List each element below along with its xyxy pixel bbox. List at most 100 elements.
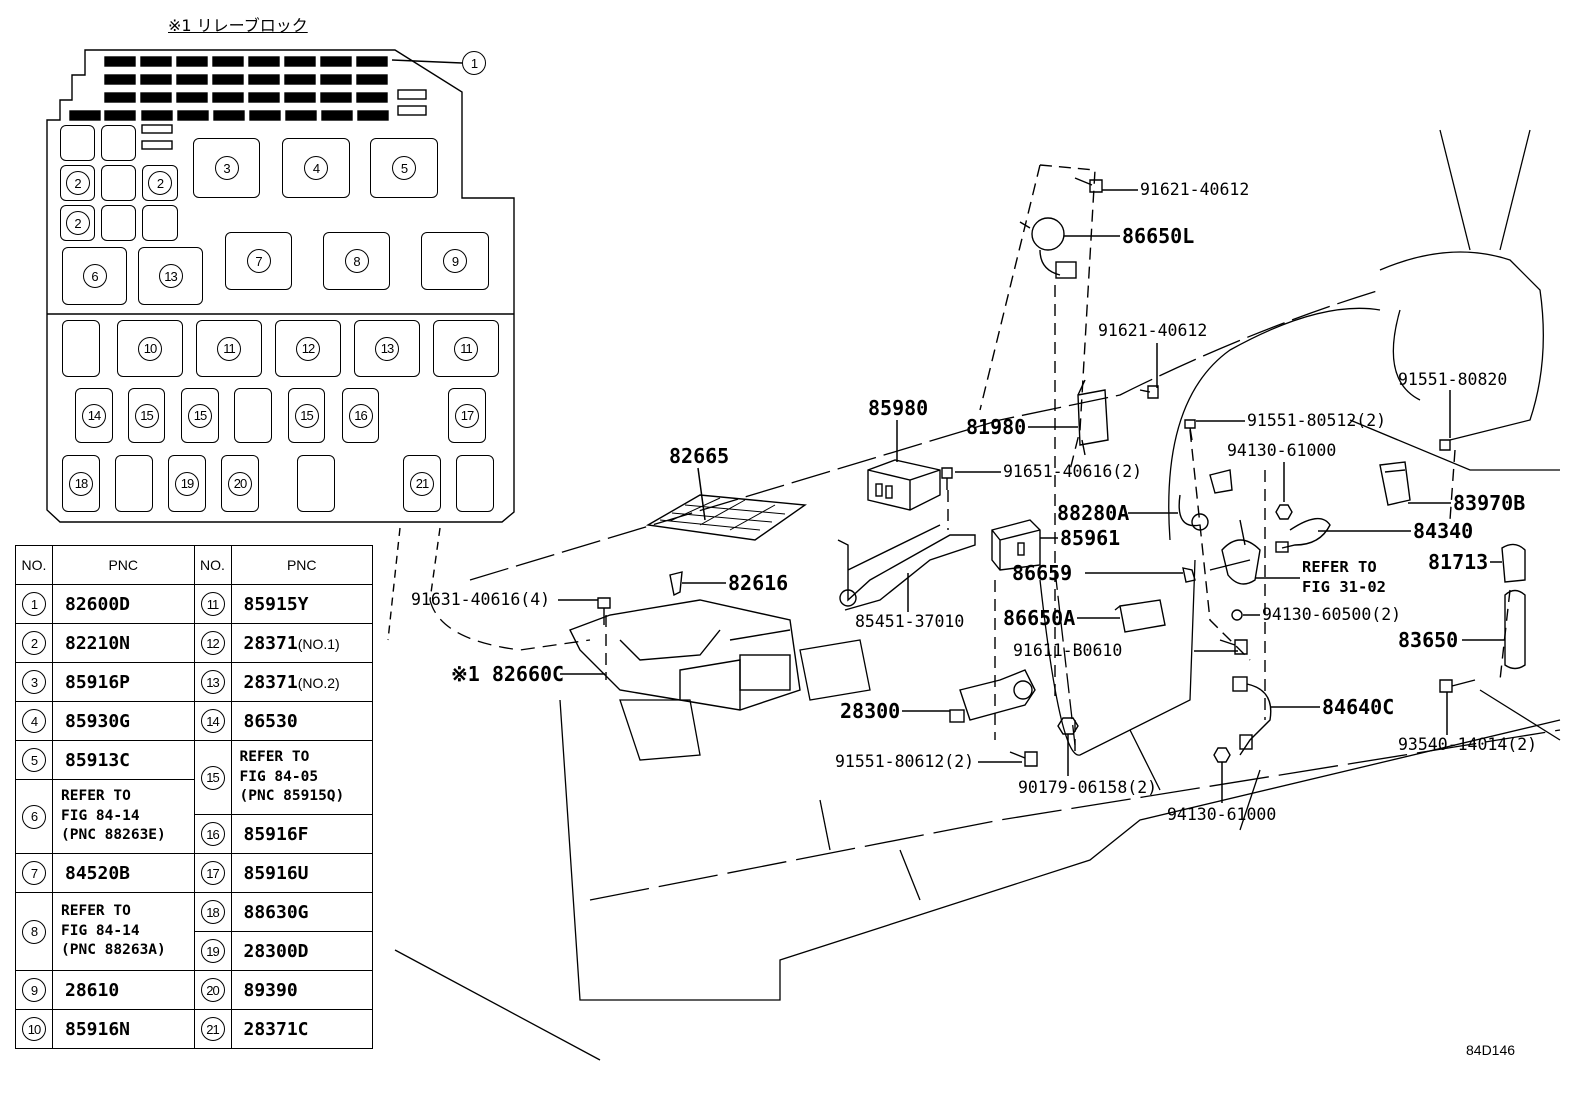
table-cell-no: 17	[193, 853, 232, 893]
slot-number-callout: 10	[138, 336, 162, 361]
table-cell-pnc: 28371(NO.1)	[230, 623, 373, 663]
leader-lines	[558, 189, 1505, 803]
table-cell-pnc: 84520B	[52, 853, 195, 893]
bolt-91551-80612	[1009, 751, 1038, 767]
part-84340	[1275, 517, 1331, 553]
label-94130-60500: 94130-60500(2)	[1262, 604, 1402, 624]
relay-slot	[141, 110, 173, 121]
slot-number-callout: 13	[158, 264, 183, 288]
relay-slot	[69, 110, 101, 121]
part-86650A	[1114, 599, 1166, 633]
relay-slot	[212, 92, 244, 103]
number-callout: 12	[200, 631, 225, 655]
relay-slot	[249, 110, 281, 121]
relay-slot	[176, 74, 208, 85]
relay-slot	[320, 74, 352, 85]
label-81980: 81980	[966, 415, 1027, 439]
label-83970B: 83970B	[1453, 491, 1526, 515]
table-cell-no: 13	[193, 662, 232, 702]
table-cell-no: 4	[15, 701, 53, 741]
pnc-suffix: (NO.2)	[297, 674, 340, 691]
slot-number-callout: 7	[246, 249, 271, 273]
relay-block-slot: 2	[60, 205, 95, 241]
label-90179-06158: 90179-06158(2)	[1018, 777, 1158, 797]
slot-number-callout: 11	[217, 336, 241, 361]
label-91621-40612-top: 91621-40612	[1140, 179, 1250, 199]
relay-block-slot: 4	[282, 138, 350, 198]
nut-94130-61000-bottom	[1213, 747, 1231, 763]
relay-slot	[284, 74, 316, 85]
label-91651-40616: 91651-40616(2)	[1003, 461, 1143, 481]
relay-slot	[284, 92, 316, 103]
number-callout: 15	[200, 765, 225, 790]
table-cell-no: 8	[15, 892, 53, 971]
table-header-cell: NO.	[15, 545, 53, 585]
relay-block-slot: 18	[62, 455, 100, 512]
relay-slot	[213, 110, 245, 121]
bolt-91551-80820	[1439, 439, 1451, 451]
assembly-lines	[605, 164, 1511, 755]
relay-block-slot: 16	[342, 388, 379, 443]
table-cell-no: 1	[15, 584, 53, 624]
relay-block-slot: 15	[128, 388, 165, 443]
part-85980	[867, 459, 941, 511]
number-callout: 1	[22, 592, 46, 616]
number-callout: 6	[22, 804, 46, 829]
relay-slot	[176, 92, 208, 103]
slot-number-callout: 3	[214, 156, 239, 180]
slot-number-callout: 16	[348, 403, 373, 428]
relay-block-slot	[101, 205, 136, 241]
relay-slot	[140, 92, 172, 103]
relay-block-slot: 11	[196, 320, 262, 377]
table-cell-no: 9	[15, 970, 53, 1010]
relay-block-slot	[234, 388, 272, 443]
relay-slot	[248, 56, 280, 67]
relay-block-slot: 14	[75, 388, 113, 443]
relay-block-slot: 5	[370, 138, 438, 198]
table-cell-no: 11	[193, 584, 232, 624]
relay-slot	[357, 110, 389, 121]
relay-block-slot: 13	[354, 320, 420, 377]
relay-slot	[140, 56, 172, 67]
relay-block-slot: 8	[323, 232, 390, 290]
table-cell-no: 5	[15, 740, 53, 780]
relay-slot	[212, 56, 244, 67]
label-83650: 83650	[1398, 628, 1459, 652]
table-cell-no: 18	[193, 892, 232, 932]
relay-block-slot: 15	[288, 388, 325, 443]
nut-90179-06158	[1057, 717, 1079, 735]
label-93540-14014: 93540-14014(2)	[1398, 734, 1538, 754]
table-cell-pnc: 89390	[230, 970, 373, 1010]
relay-slot	[248, 92, 280, 103]
relay-block-slot: 20	[221, 455, 259, 512]
slot-number-callout: 2	[65, 171, 90, 195]
table-cell-pnc: 85916N	[52, 1009, 195, 1049]
slot-number-callout: 21	[410, 471, 434, 496]
relay-block-slot: 9	[421, 232, 489, 290]
relay-block-slot	[142, 205, 178, 241]
slot-number-callout: 15	[188, 403, 212, 428]
table-cell-pnc: 85916U	[230, 853, 373, 893]
label-91551-80612: 91551-80612(2)	[835, 751, 975, 771]
table-cell-no: 6	[15, 779, 53, 854]
nut-94130-61000-top	[1275, 504, 1293, 520]
relay-block-slot: 2	[142, 165, 178, 201]
pnc-suffix: (NO.1)	[297, 635, 340, 652]
slot-number-callout: 6	[82, 264, 107, 288]
part-82665	[645, 494, 807, 541]
relay-block-slot	[62, 320, 100, 377]
callout-leader-1	[391, 59, 463, 64]
label-94130-61000-top: 94130-61000	[1227, 440, 1337, 460]
relay-block-slot: 10	[117, 320, 183, 377]
label-82665: 82665	[669, 444, 730, 468]
